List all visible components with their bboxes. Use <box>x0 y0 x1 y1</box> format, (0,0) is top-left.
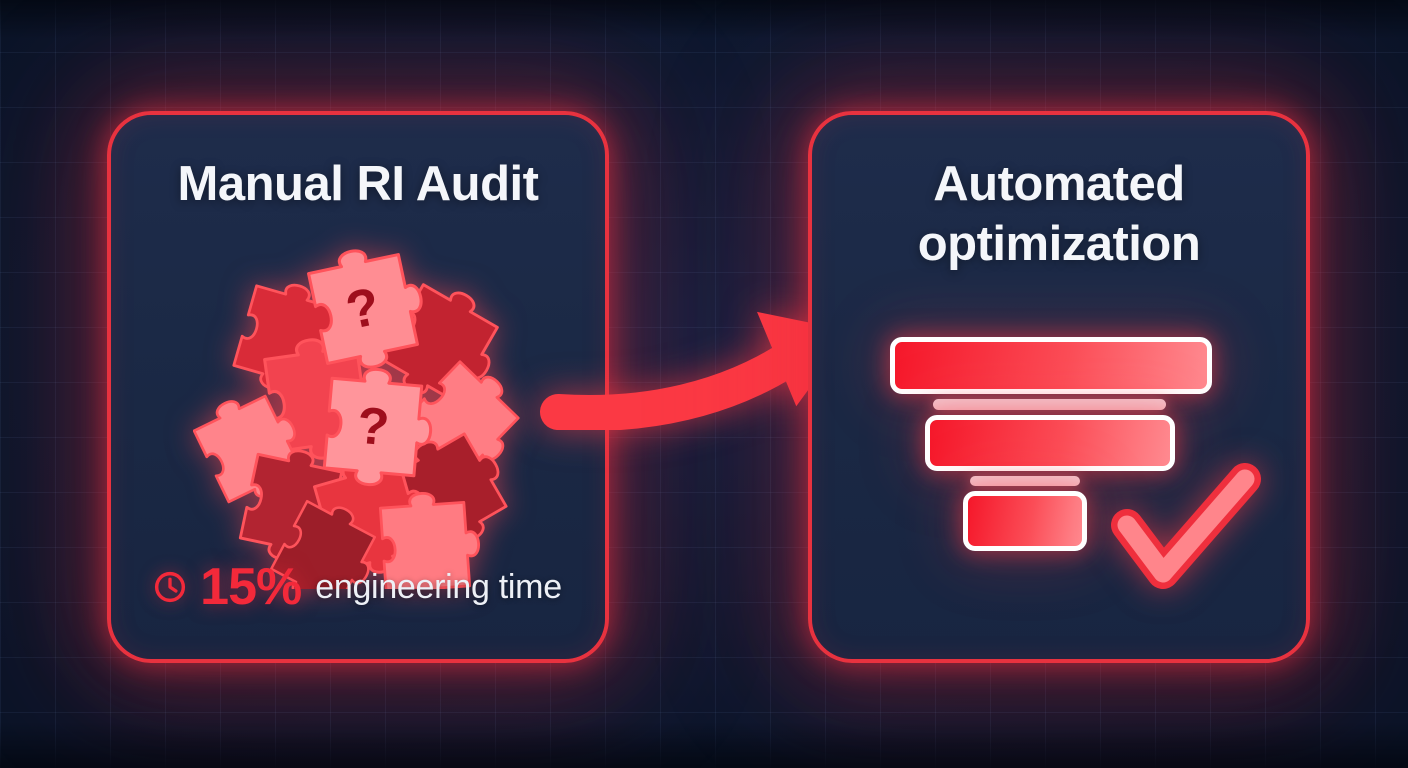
funnel-bar-bottom <box>963 491 1087 551</box>
question-mark: ? <box>355 397 392 458</box>
puzzle-pile-icon: ? ? <box>193 249 533 589</box>
funnel-connector <box>970 476 1080 486</box>
funnel-bar-top <box>890 337 1212 394</box>
stat-label: engineering time <box>315 567 562 606</box>
right-card-title-line2: optimization <box>917 216 1201 271</box>
right-card-title-line1: Automated <box>933 157 1185 211</box>
funnel-connector <box>933 399 1166 410</box>
clock-icon <box>155 571 186 603</box>
left-card-title: Manual RI Audit <box>177 157 539 211</box>
funnel-bar-middle <box>925 415 1175 471</box>
engineering-time-stat: 15% engineering time <box>111 557 605 617</box>
puzzle-piece-question: ? <box>321 364 438 492</box>
checkmark-icon <box>1111 463 1261 589</box>
manual-audit-card: Manual RI Audit ? <box>107 111 609 663</box>
stat-value: 15% <box>200 558 302 616</box>
puzzle-piece-question: ? <box>304 249 435 378</box>
right-card-title: Automated optimization <box>812 155 1306 275</box>
automated-optimization-card: Automated optimization <box>808 111 1310 663</box>
